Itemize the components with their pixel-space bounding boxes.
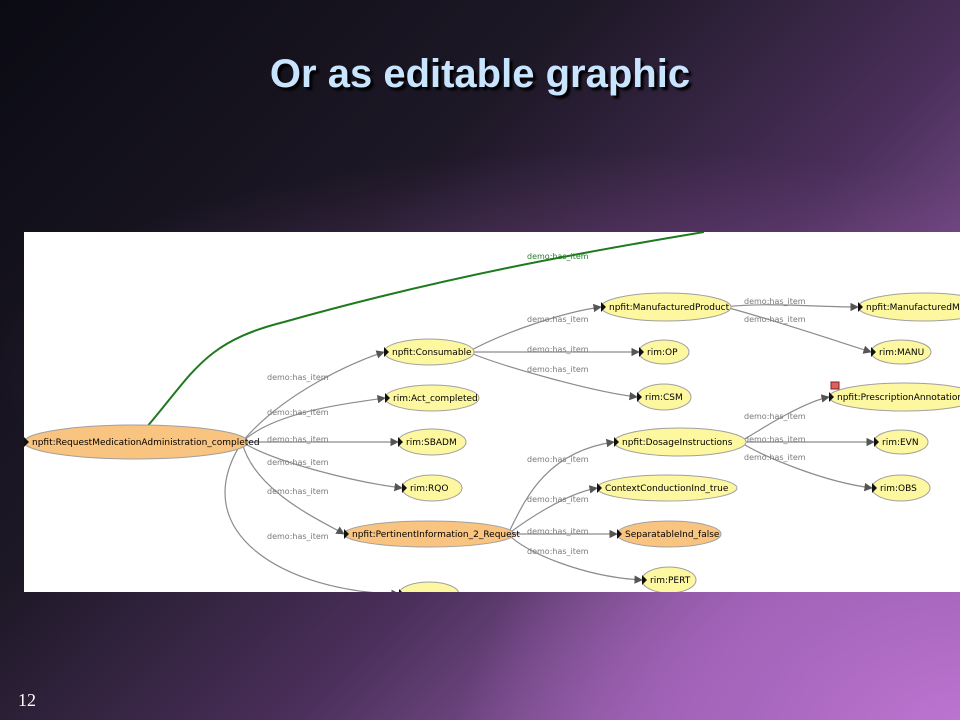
node-anchor-icon [858,302,863,312]
edge-manufproduct-to-manu[interactable] [724,306,872,354]
edge-root-to-pertinent[interactable] [241,441,345,535]
node-anchor-icon [601,302,606,312]
edge-pertinent-to-ctxcond[interactable] [507,485,598,535]
node-ellipse[interactable] [24,424,249,460]
node-label: rim:RQO [410,484,448,494]
edge-label: demo:has_item [267,435,329,444]
node-label: npfit:Consumable [392,348,472,358]
node-separatable[interactable]: SeparatableInd_false [616,520,722,548]
node-label: npfit:ManufacturedProduct [609,303,730,313]
edge-label: demo:has_item [744,453,806,462]
node-evn[interactable]: rim:EVN [873,429,929,455]
node-label: rim:PERT [650,576,691,586]
node-anchor-icon [872,483,877,493]
nodes-layer: npfit:RequestMedicationAdministration_co… [24,292,960,592]
node-anchor-icon [642,575,647,585]
edge-label: demo:has_item [527,365,589,374]
edge-pertinent-to-pert[interactable] [507,533,643,584]
edge-root-to-consumable[interactable] [241,350,385,443]
edge-label: demo:has_item [267,487,329,496]
node-actcompleted[interactable]: rim:Act_completed [384,384,480,412]
edge-root-to-actcompleted[interactable] [241,394,386,443]
edge-label: demo:has_item [744,412,806,421]
node-label: rim:MANU [879,348,924,358]
slide-title: Or as editable graphic [269,52,691,96]
node-sbadm[interactable]: rim:SBADM [397,428,467,456]
node-label: ContextConductionInd_true [605,484,729,494]
edge-root-to-bottom[interactable] [224,441,400,592]
node-bottom[interactable] [398,581,460,592]
node-label: rim:OBS [880,484,917,494]
edge-label: demo:has_item [527,252,589,261]
node-anchor-icon [398,437,403,447]
node-manu[interactable]: rim:MANU [870,339,932,365]
node-ellipse[interactable] [398,581,460,592]
edge-manufproduct-to-manufmaterial[interactable] [724,302,859,312]
node-op[interactable]: rim:OP [638,339,690,365]
node-label: npfit:RequestMedicationAdministration_co… [32,438,260,448]
node-anchor-icon [637,392,642,402]
edge-dosage-to-obs[interactable] [739,441,873,492]
node-anchor-icon [344,529,349,539]
small-red-icon[interactable] [830,381,840,390]
node-anchor-icon [829,392,834,402]
edge-consumable-to-manufproduct[interactable] [467,303,602,353]
edge-label: demo:has_item [527,455,589,464]
node-label: SeparatableInd_false [625,530,720,540]
edge-label: demo:has_item [267,373,329,382]
edge-label: demo:has_item [744,315,806,324]
edges-layer: demo:has_itemdemo:has_itemdemo:has_itemd… [145,232,875,592]
node-label: rim:EVN [882,438,919,448]
node-label: npfit:PrescriptionAnnotation_ [837,393,960,403]
node-label: rim:OP [647,348,678,358]
edge-root-to-offscreen[interactable] [145,232,705,429]
edge-label: demo:has_item [267,408,329,417]
edge-dosage-to-prescannot[interactable] [739,394,830,443]
node-label: rim:SBADM [406,438,457,448]
node-anchor-icon [614,437,619,447]
node-anchor-icon [399,589,402,592]
node-label: rim:CSM [645,393,683,403]
node-label: npfit:ManufacturedMateria [866,303,960,313]
edge-label: demo:has_item [527,345,589,354]
edge-label: demo:has_item [744,297,806,306]
edge-label: demo:has_item [527,547,589,556]
edge-label: demo:has_item [527,527,589,536]
node-root[interactable]: npfit:RequestMedicationAdministration_co… [24,424,260,460]
edge-consumable-to-csm[interactable] [467,351,638,401]
node-ctxcond[interactable]: ContextConductionInd_true [596,474,738,502]
node-anchor-icon [617,529,622,539]
edge-label: demo:has_item [744,435,806,444]
node-anchor-icon [402,483,407,493]
node-label: npfit:PertinentInformation_2_Request [352,530,520,540]
node-anchor-icon [385,393,390,403]
edge-pertinent-to-dosage[interactable] [507,438,615,535]
node-anchor-icon [874,437,879,447]
node-manufproduct[interactable]: npfit:ManufacturedProduct [600,292,732,322]
edge-label: demo:has_item [267,458,329,467]
edge-label: demo:has_item [527,315,589,324]
node-label: rim:Act_completed [393,394,478,404]
node-dosage[interactable]: npfit:DosageInstructions [613,427,747,457]
page-number: 12 [18,690,36,710]
edge-label: demo:has_item [267,532,329,541]
node-rqo[interactable]: rim:RQO [401,474,463,502]
node-anchor-icon [871,347,876,357]
node-csm[interactable]: rim:CSM [636,383,692,411]
graph-svg: demo:has_itemdemo:has_itemdemo:has_itemd… [24,232,960,592]
node-label: npfit:DosageInstructions [622,438,733,448]
node-prescannot[interactable]: npfit:PrescriptionAnnotation_ [828,382,960,412]
node-pert[interactable]: rim:PERT [641,566,697,592]
node-pertinent[interactable]: npfit:PertinentInformation_2_Request [343,520,520,548]
edge-root-to-rqo[interactable] [241,441,403,492]
node-manufmaterial[interactable]: npfit:ManufacturedMateria [857,292,960,322]
edge-label: demo:has_item [527,495,589,504]
node-obs[interactable]: rim:OBS [871,474,931,502]
node-anchor-icon [639,347,644,357]
node-anchor-icon [24,437,29,447]
node-anchor-icon [597,483,602,493]
node-anchor-icon [384,347,389,357]
node-consumable[interactable]: npfit:Consumable [383,338,475,366]
